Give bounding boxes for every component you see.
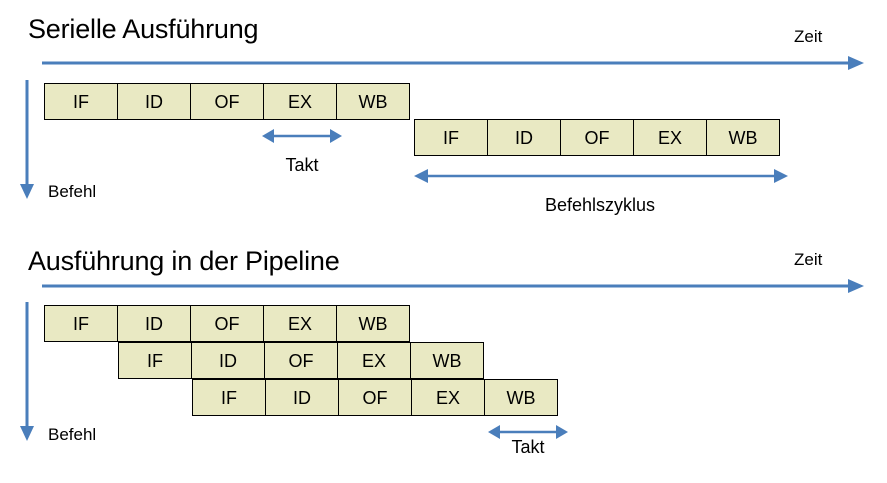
stage-box-of: OF: [560, 119, 634, 156]
pipeline-takt-measure-arrow: [488, 425, 568, 439]
serial-instruction-axis-arrow: [20, 80, 34, 199]
pipeline-instruction-row-3: IF ID OF EX WB: [192, 379, 558, 416]
serial-takt-label: Takt: [285, 155, 319, 175]
stage-box-if: IF: [414, 119, 488, 156]
pipeline-time-axis-label: Zeit: [794, 250, 823, 269]
serial-befehlszyklus-label: Befehlszyklus: [544, 195, 656, 215]
stage-box-wb: WB: [336, 305, 410, 342]
serial-time-axis-label: Zeit: [794, 27, 823, 46]
pipeline-instruction-axis-label: Befehl: [48, 425, 97, 444]
stage-box-ex: EX: [263, 83, 337, 120]
stage-box-wb: WB: [410, 342, 484, 379]
stage-box-if: IF: [44, 305, 118, 342]
stage-box-wb: WB: [336, 83, 410, 120]
stage-box-id: ID: [117, 305, 191, 342]
stage-box-id: ID: [191, 342, 265, 379]
stage-box-id: ID: [117, 83, 191, 120]
stage-box-wb: WB: [706, 119, 780, 156]
stage-box-if: IF: [192, 379, 266, 416]
pipeline-instruction-row-1: IF ID OF EX WB: [44, 305, 410, 342]
serial-instruction-row-1: IF ID OF EX WB: [44, 83, 410, 120]
serial-instruction-row-2: IF ID OF EX WB: [414, 119, 780, 156]
stage-box-if: IF: [118, 342, 192, 379]
stage-box-id: ID: [265, 379, 339, 416]
serial-section-title: Serielle Ausführung: [28, 14, 259, 44]
serial-befehlszyklus-measure-arrow: [414, 169, 788, 183]
stage-box-ex: EX: [633, 119, 707, 156]
stage-box-ex: EX: [263, 305, 337, 342]
stage-box-if: IF: [44, 83, 118, 120]
stage-box-id: ID: [487, 119, 561, 156]
stage-box-ex: EX: [411, 379, 485, 416]
stage-box-of: OF: [190, 305, 264, 342]
pipeline-time-axis-arrow: [42, 279, 864, 293]
serial-takt-measure-arrow: [262, 129, 342, 143]
stage-box-of: OF: [190, 83, 264, 120]
stage-box-of: OF: [264, 342, 338, 379]
serial-time-axis-arrow: [42, 56, 864, 70]
stage-box-of: OF: [338, 379, 412, 416]
stage-box-wb: WB: [484, 379, 558, 416]
pipeline-instruction-row-2: IF ID OF EX WB: [118, 342, 484, 379]
pipeline-instruction-axis-arrow: [20, 302, 34, 441]
pipeline-takt-label: Takt: [511, 437, 545, 457]
serial-instruction-axis-label: Befehl: [48, 182, 97, 201]
stage-box-ex: EX: [337, 342, 411, 379]
pipeline-section-title: Ausführung in der Pipeline: [28, 246, 340, 276]
